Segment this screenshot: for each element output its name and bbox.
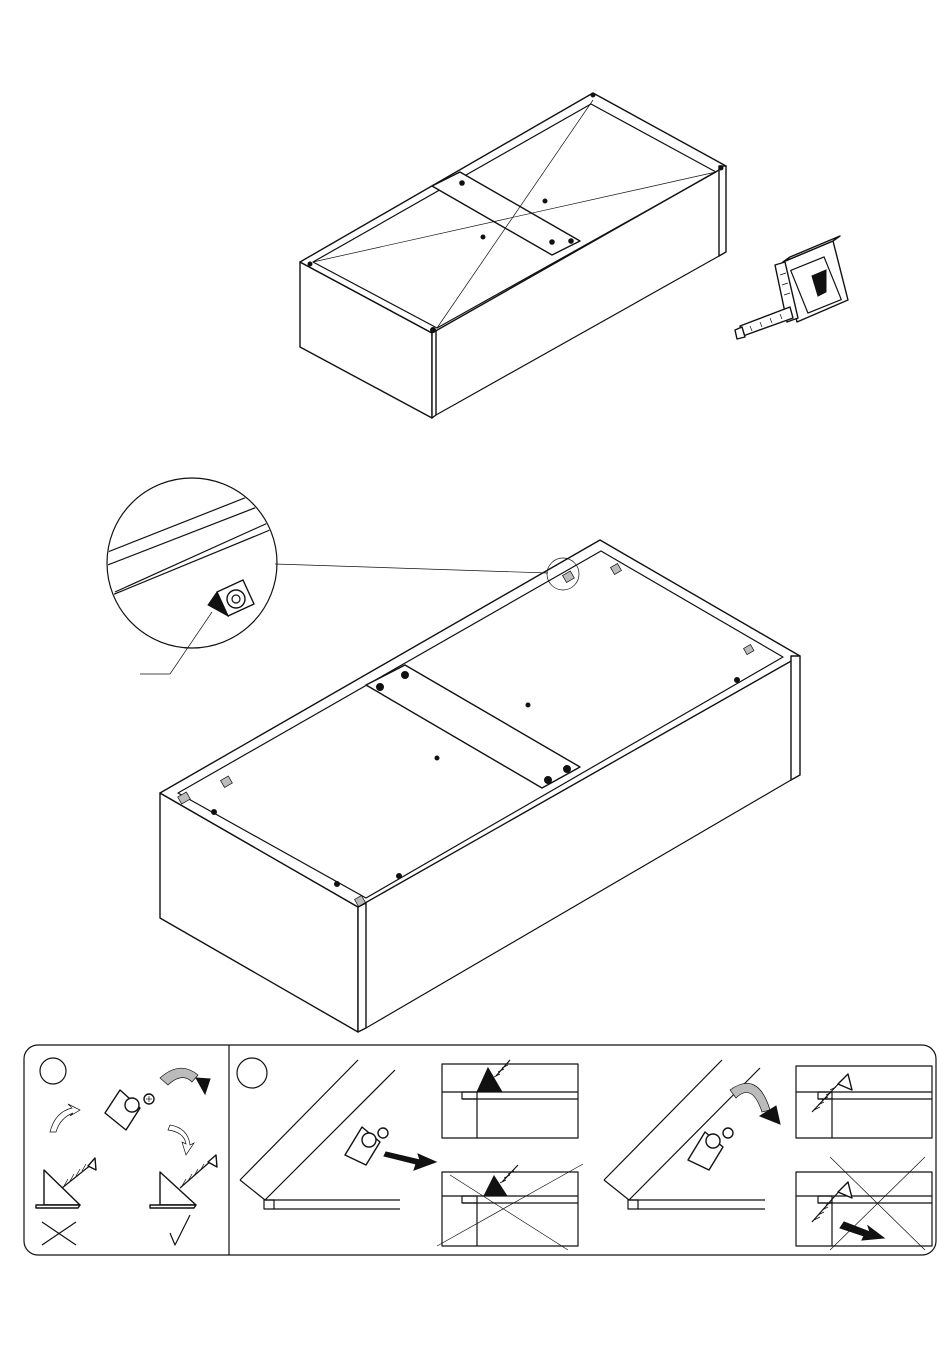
correct-fitting-example: [150, 1155, 217, 1245]
wrong-position-box: [437, 1164, 583, 1250]
step-2-marker: [237, 1058, 267, 1088]
fitting-instructions-panel: [24, 1045, 936, 1255]
push-arrow-icon: [384, 1152, 436, 1170]
cam-tighten-illustration: [604, 1060, 780, 1209]
check-icon: [170, 1215, 190, 1245]
correct-position-box: [442, 1060, 578, 1138]
tape-measure-icon: [735, 236, 848, 339]
carcass-fittings-illustration: [100, 478, 800, 1032]
cross-icon: [437, 1164, 583, 1246]
step-1-marker: [40, 1058, 66, 1084]
correct-screw-box: [796, 1066, 932, 1138]
push-arrow-icon: [840, 1222, 884, 1240]
rotate-arrow-icon: [730, 1083, 770, 1112]
wrong-fitting-example: [36, 1158, 96, 1245]
rotate-arrow-icon: [168, 1125, 194, 1155]
carcass-measure-illustration: [300, 93, 726, 418]
wrong-screw-box: [796, 1157, 932, 1250]
rotate-arrow-icon: [160, 1068, 210, 1094]
rotate-arrow-icon: [50, 1104, 80, 1132]
cam-insertion-illustration: [240, 1060, 436, 1209]
cam-fitting-icon: [105, 1090, 154, 1130]
